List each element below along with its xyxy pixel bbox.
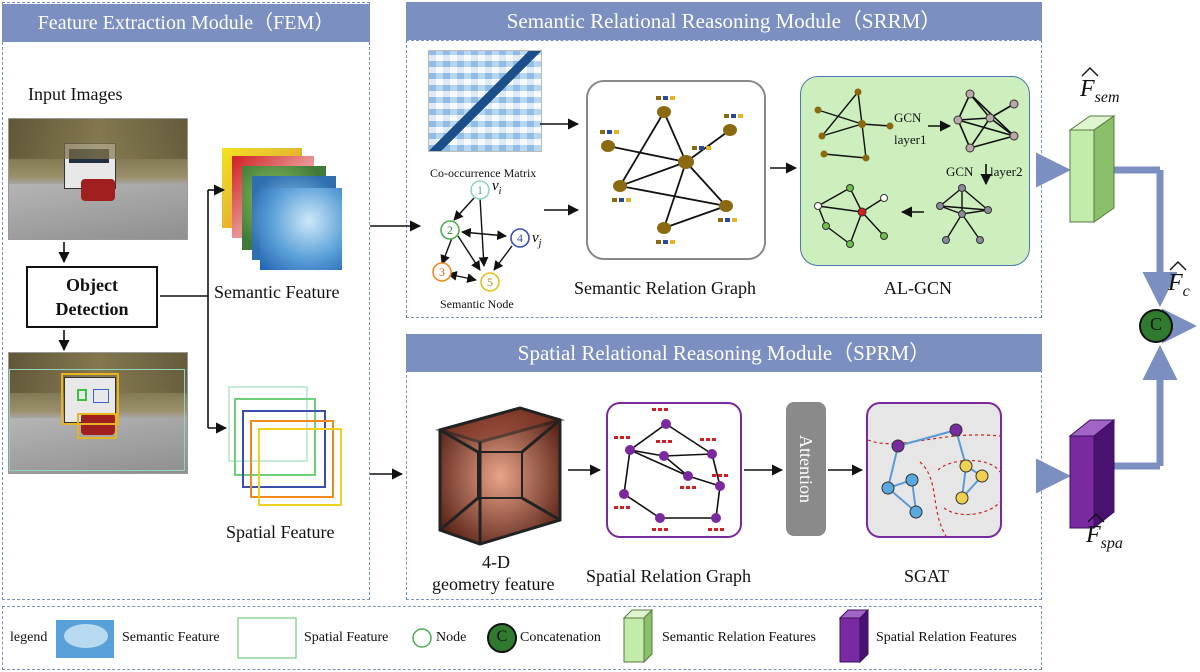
spatial-feature-map-3 <box>242 410 326 488</box>
f-sem-main: F <box>1080 76 1095 102</box>
spatial-feature-label: Spatial Feature <box>226 522 335 542</box>
input-images-label: Input Images <box>28 84 123 104</box>
legend-semantic-feature: Semantic Feature <box>122 630 220 645</box>
sgat-box <box>866 402 1002 538</box>
semantic-node-label: Semantic Node <box>440 297 514 311</box>
semantic-node-5 <box>480 272 500 292</box>
legend-semantic-relation: Semantic Relation Features <box>662 630 816 645</box>
spatial-feature-map-1 <box>228 386 308 462</box>
semantic-node-4 <box>510 228 530 248</box>
legend-frame <box>2 606 1042 670</box>
algcn-graph-3-nodes <box>936 184 992 244</box>
spatial-graph-nodes <box>619 419 725 523</box>
spatial-feature-map-5 <box>258 428 342 506</box>
geom-label-2: geometry feature <box>432 574 555 594</box>
object-detection-line1: Object <box>66 275 118 295</box>
semantic-node-circles <box>432 180 530 292</box>
legend-spatial-feature: Spatial Feature <box>304 630 389 645</box>
legend-title: legend <box>10 630 48 645</box>
attention-label: Attention <box>796 435 816 503</box>
spatial-relation-cube <box>1068 418 1116 530</box>
f-sem-label: Fsem <box>1080 76 1120 107</box>
concat-symbol: C <box>1149 314 1162 334</box>
legend-spatial-swatch <box>237 617 297 659</box>
legend-concatenation: Concatenation <box>520 630 601 645</box>
object-detection-line2: Detection <box>55 299 129 319</box>
semantic-graph-nodes <box>601 106 737 234</box>
vi-label: vi <box>492 178 502 197</box>
f-c-sub: c <box>1182 282 1190 300</box>
semantic-node-3 <box>432 262 452 282</box>
detected-image <box>8 352 188 474</box>
legend-spatial-relation: Spatial Relation Features <box>876 630 1017 645</box>
algcn-graph-3 <box>939 187 989 241</box>
algcn-box <box>800 76 1030 266</box>
f-c-label: Fc <box>1168 270 1190 301</box>
legend-spatial-cube <box>838 608 870 664</box>
srrm-title: Semantic Relational Reasoning Module（SRR… <box>406 2 1042 40</box>
fem-arrows <box>58 184 422 480</box>
sgat-nodes <box>881 423 989 519</box>
gcn2-b: layer2 <box>990 164 1023 179</box>
semantic-node-2-num: 2 <box>447 223 453 237</box>
cooccurrence-label: Co-occurrence Matrix <box>430 166 537 180</box>
semantic-feature-map-5 <box>260 188 342 270</box>
legend-node-swatch <box>412 628 432 648</box>
semantic-relation-graph <box>607 111 731 229</box>
gcn1-a: GCN <box>894 110 922 125</box>
semantic-node-5-num: 5 <box>487 275 493 289</box>
f-sem-sub: sem <box>1094 88 1120 106</box>
algcn-graph-1 <box>817 91 891 159</box>
cooccurrence-matrix <box>428 50 542 152</box>
sgat-label: SGAT <box>904 566 950 586</box>
semantic-graph-label: Semantic Relation Graph <box>574 278 756 298</box>
input-image <box>8 118 188 240</box>
semantic-relation-cube <box>1068 115 1116 223</box>
sgat-boundaries <box>867 434 1001 537</box>
gcn2-a: GCN <box>946 164 974 179</box>
srrm-arrows <box>540 118 992 218</box>
legend-concat-swatch <box>487 623 517 653</box>
semantic-node-4-num: 4 <box>517 231 523 245</box>
legend-node: Node <box>436 630 467 645</box>
semantic-relation-graph-box <box>586 80 766 260</box>
spatial-graph-tags <box>614 408 728 531</box>
algcn-graph-2 <box>957 93 1015 149</box>
sprm-title: Spatial Relational Reasoning Module（SPRM… <box>406 334 1042 372</box>
concat-circle <box>1139 309 1173 343</box>
f-spa-label: Fspa <box>1086 522 1123 553</box>
fem-frame <box>2 2 370 600</box>
spatial-relation-graph-box <box>606 402 742 538</box>
semantic-node-1 <box>470 180 490 200</box>
semantic-node-3-num: 3 <box>439 265 445 279</box>
fem-title: Feature Extraction Module（FEM） <box>2 4 370 42</box>
output-flow <box>1036 152 1197 494</box>
semantic-node-2 <box>440 220 460 240</box>
spatial-graph-label: Spatial Relation Graph <box>586 566 751 586</box>
semantic-graph-tags <box>600 96 743 244</box>
attention-block <box>786 402 826 536</box>
f-spa-main: F <box>1086 522 1101 548</box>
algcn-graph-1-nodes <box>814 88 894 162</box>
semantic-node-graph <box>440 197 513 283</box>
f-c-main: F <box>1168 270 1183 296</box>
object-detection-box: Object Detection <box>26 266 158 328</box>
spatial-feature-map-2 <box>234 398 316 476</box>
algcn-label: AL-GCN <box>884 278 952 298</box>
vj-label: vj <box>532 230 542 249</box>
spatial-relation-graph <box>623 423 721 519</box>
legend-semantic-cube <box>622 608 654 664</box>
algcn-graph-4-nodes <box>814 184 888 248</box>
algcn-graph-2-nodes <box>953 89 1019 153</box>
geom-label-1: 4-D <box>482 552 510 572</box>
f-spa-sub: spa <box>1100 534 1123 552</box>
semantic-node-1-num: 1 <box>477 183 483 197</box>
geometry-cube <box>434 406 566 546</box>
semantic-feature-label: Semantic Feature <box>214 282 340 302</box>
algcn-graph-4 <box>817 187 885 245</box>
legend-concat-symbol: C <box>496 628 508 645</box>
spatial-feature-map-4 <box>250 420 334 498</box>
gcn1-b: layer1 <box>894 132 927 147</box>
